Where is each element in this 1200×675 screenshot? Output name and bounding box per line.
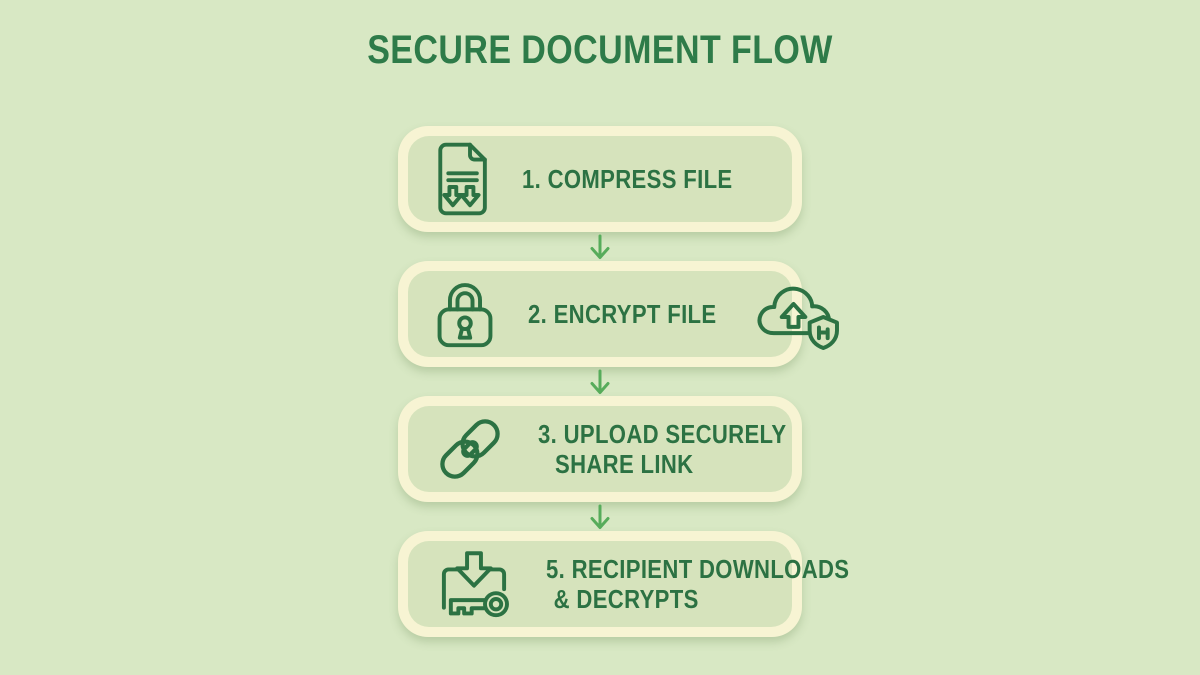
file-compress-icon <box>430 141 494 217</box>
step-label: 3. UPLOAD SECURELY SHARE LINK <box>538 418 787 479</box>
down-arrow-icon <box>589 502 611 531</box>
cloud-upload-shield-icon <box>750 276 842 353</box>
page-title: SECURE DOCUMENT FLOW <box>367 28 833 72</box>
step-label: 1. COMPRESS FILE <box>522 163 733 194</box>
link-icon <box>430 411 510 487</box>
flow-diagram: 1. COMPRESS FILE <box>0 126 1200 637</box>
step-encrypt-box: 2. ENCRYPT FILE <box>398 261 839 367</box>
step-download-box: 5. RECIPIENT DOWNLOADS & DECRYPTS <box>398 531 849 637</box>
download-key-icon <box>430 546 518 623</box>
lock-icon <box>430 277 500 351</box>
down-arrow-icon <box>589 232 611 261</box>
step-label: 2. ENCRYPT FILE <box>528 298 717 329</box>
step-label: 5. RECIPIENT DOWNLOADS & DECRYPTS <box>546 553 850 614</box>
down-arrow-icon <box>589 367 611 396</box>
step-compress-box: 1. COMPRESS FILE <box>398 126 802 232</box>
step-upload-box: 3. UPLOAD SECURELY SHARE LINK <box>398 396 802 502</box>
